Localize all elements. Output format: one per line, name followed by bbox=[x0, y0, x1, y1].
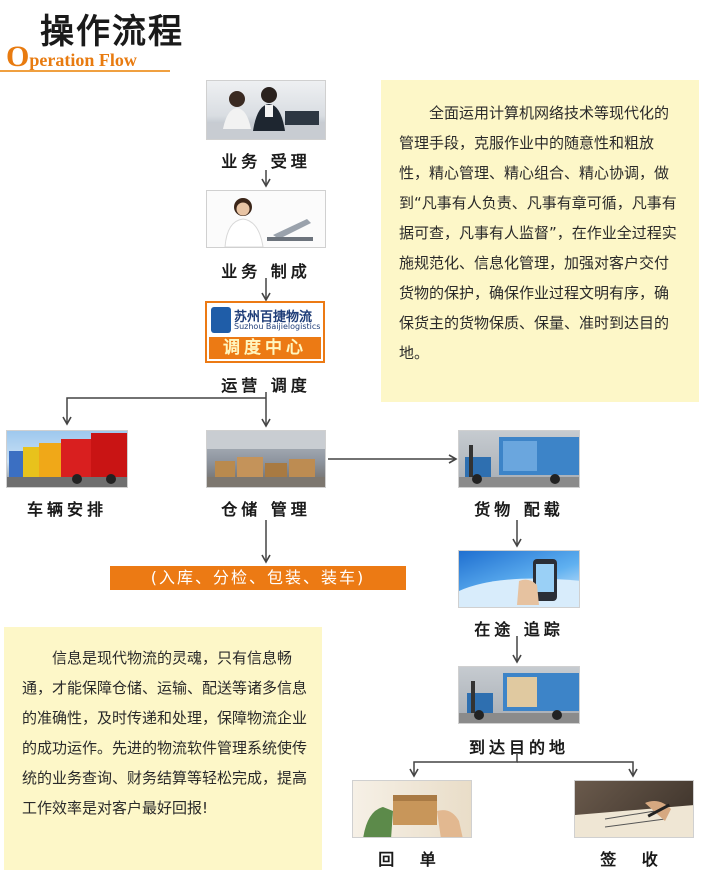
step-sign: 签 收 bbox=[600, 850, 668, 869]
step-business-make: 业务 制成 bbox=[221, 262, 311, 281]
cargo-load-photo bbox=[458, 430, 580, 488]
in-transit-track-photo bbox=[458, 550, 580, 608]
step-cargo-load: 货物 配载 bbox=[474, 500, 564, 519]
step-receipt: 回 单 bbox=[378, 850, 446, 869]
arrow-to-sign bbox=[517, 761, 638, 778]
business-make-photo bbox=[206, 190, 326, 248]
title-underline bbox=[0, 70, 170, 72]
dispatch-center-banner: 调度中心 bbox=[209, 337, 321, 359]
dispatch-company-cn: 苏州百捷物流 bbox=[234, 310, 313, 325]
information-description-text: 信息是现代物流的灵魂，只有信息畅通，才能保障仓储、运输、配送等诸多信息的准确性，… bbox=[22, 649, 308, 817]
arrow-to-receipt bbox=[409, 754, 518, 778]
step-arrive-destination: 到达目的地 bbox=[468, 738, 569, 757]
step-business-accept: 业务 受理 bbox=[221, 152, 311, 171]
step-vehicle-arrange: 车辆安排 bbox=[26, 500, 107, 519]
arrive-destination-photo bbox=[458, 666, 580, 724]
subtitle-initial: O bbox=[6, 40, 30, 73]
management-description-text: 全面运用计算机网络技术等现代化的管理手段，克服作业中的随意性和粗放性，精心管理、… bbox=[399, 104, 677, 362]
information-description-panel: 信息是现代物流的灵魂，只有信息畅通，才能保障仓储、运输、配送等诸多信息的准确性，… bbox=[4, 627, 322, 870]
management-description-panel: 全面运用计算机网络技术等现代化的管理手段，克服作业中的随意性和粗放性，精心管理、… bbox=[381, 80, 699, 402]
vehicle-arrange-photo bbox=[6, 430, 128, 488]
step-operation-dispatch: 运营 调度 bbox=[221, 376, 311, 395]
dispatch-center-logo: 苏州百捷物流 Suzhou Baijielogistics 调度中心 bbox=[205, 301, 325, 363]
step-in-transit-track: 在途 追踪 bbox=[474, 620, 564, 639]
subtitle-rest: peration Flow bbox=[29, 50, 137, 70]
company-logo-mark bbox=[211, 307, 231, 333]
page-subtitle: Operation Flow bbox=[6, 40, 137, 74]
step-warehouse-manage: 仓储 管理 bbox=[221, 500, 311, 519]
receipt-photo bbox=[352, 780, 472, 838]
warehouse-manage-photo bbox=[206, 430, 326, 488]
warehouse-process-bar: (入库、分检、包装、装车) bbox=[110, 566, 406, 590]
sign-photo bbox=[574, 780, 694, 838]
page-title: 操作流程 bbox=[40, 12, 184, 52]
business-accept-photo bbox=[206, 80, 326, 140]
arrow-to-vehicle bbox=[62, 397, 266, 426]
dispatch-company-en: Suzhou Baijielogistics bbox=[234, 322, 321, 331]
